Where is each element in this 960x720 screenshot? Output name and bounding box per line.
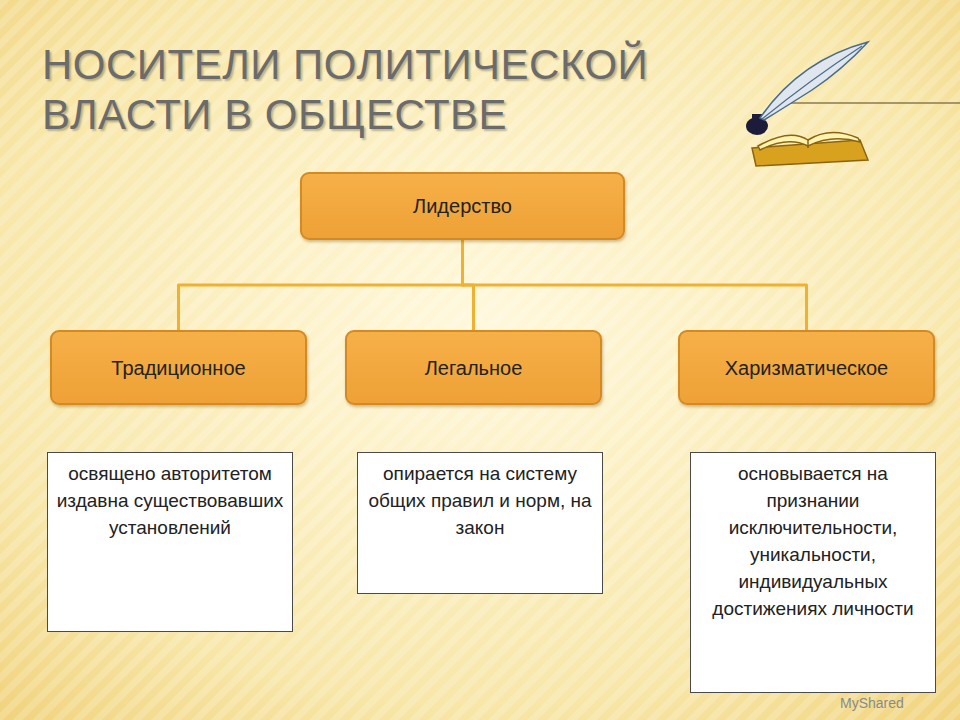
title: НОСИТЕЛИ ПОЛИТИЧЕСКОЙ ВЛАСТИ В ОБЩЕСТВЕ: [42, 40, 742, 140]
description-text: освящено авторитетом издавна существовав…: [56, 461, 284, 542]
branch-connector: [463, 240, 807, 330]
description-box: основывается на признании исключительнос…: [690, 452, 936, 693]
description-box: опирается на систему общих правил и норм…: [357, 452, 603, 594]
title-rule: [790, 102, 960, 104]
box-label: Легальное: [425, 356, 523, 380]
description-text: основывается на признании исключительнос…: [699, 461, 927, 623]
description-text: опирается на систему общих правил и норм…: [366, 461, 594, 542]
category-box: Легальное: [345, 330, 602, 405]
box-label: Харизматическое: [725, 356, 888, 380]
watermark: MyShared: [840, 695, 904, 711]
box-label: Лидерство: [413, 194, 512, 218]
description-box: освящено авторитетом издавна существовав…: [47, 452, 293, 632]
quill-book-illustration: [746, 42, 868, 166]
root-box: Лидерство: [300, 172, 625, 240]
category-box: Харизматическое: [678, 330, 935, 405]
box-label: Традиционное: [111, 356, 245, 380]
branch-connector: [179, 240, 463, 330]
category-box: Традиционное: [50, 330, 307, 405]
